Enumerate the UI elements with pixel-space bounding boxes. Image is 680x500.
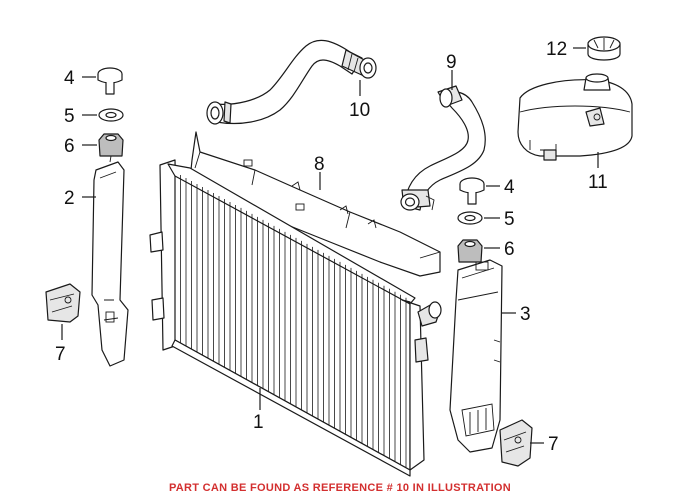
right-pad-part-7 <box>499 419 533 467</box>
right-side-bracket-part-3 <box>449 259 503 453</box>
callout-7-right: 7 <box>548 434 559 455</box>
radiator-core-part-1 <box>149 159 442 477</box>
callout-3: 3 <box>520 304 531 325</box>
callout-4-right: 4 <box>504 177 515 198</box>
left-pad-part-7 <box>45 283 81 323</box>
callout-10: 10 <box>349 100 370 121</box>
reference-note: PART CAN BE FOUND AS REFERENCE # 10 IN I… <box>168 482 512 494</box>
expansion-tank-part-11 <box>517 73 633 161</box>
left-bolt-part-4 <box>97 67 123 95</box>
callout-12: 12 <box>546 39 567 60</box>
tank-cap-part-12 <box>587 36 621 61</box>
leader-lines <box>61 47 599 444</box>
callout-2: 2 <box>64 188 75 209</box>
callout-6-left: 6 <box>64 136 75 157</box>
callout-11: 11 <box>588 172 608 193</box>
upper-hose-part-10 <box>206 39 377 125</box>
left-grommet-part-6 <box>98 133 124 157</box>
callout-5-left: 5 <box>64 106 75 127</box>
upper-support-part-8 <box>189 131 441 277</box>
callout-6-right: 6 <box>504 239 515 260</box>
callout-5-right: 5 <box>504 209 515 230</box>
lower-hose-part-9 <box>400 85 486 211</box>
left-side-bracket-part-2 <box>91 149 129 367</box>
right-bolt-part-4 <box>459 177 485 205</box>
callout-7-left: 7 <box>55 344 66 365</box>
callout-9: 9 <box>446 52 457 73</box>
callout-4-left: 4 <box>64 68 75 89</box>
callout-1: 1 <box>253 412 264 433</box>
left-washer-part-5 <box>98 108 124 122</box>
right-grommet-part-6 <box>457 239 483 263</box>
callout-8: 8 <box>314 154 325 175</box>
right-washer-part-5 <box>457 211 483 225</box>
callout-labels: 4 5 6 2 7 1 8 10 9 12 11 4 5 6 3 7 <box>55 39 608 455</box>
